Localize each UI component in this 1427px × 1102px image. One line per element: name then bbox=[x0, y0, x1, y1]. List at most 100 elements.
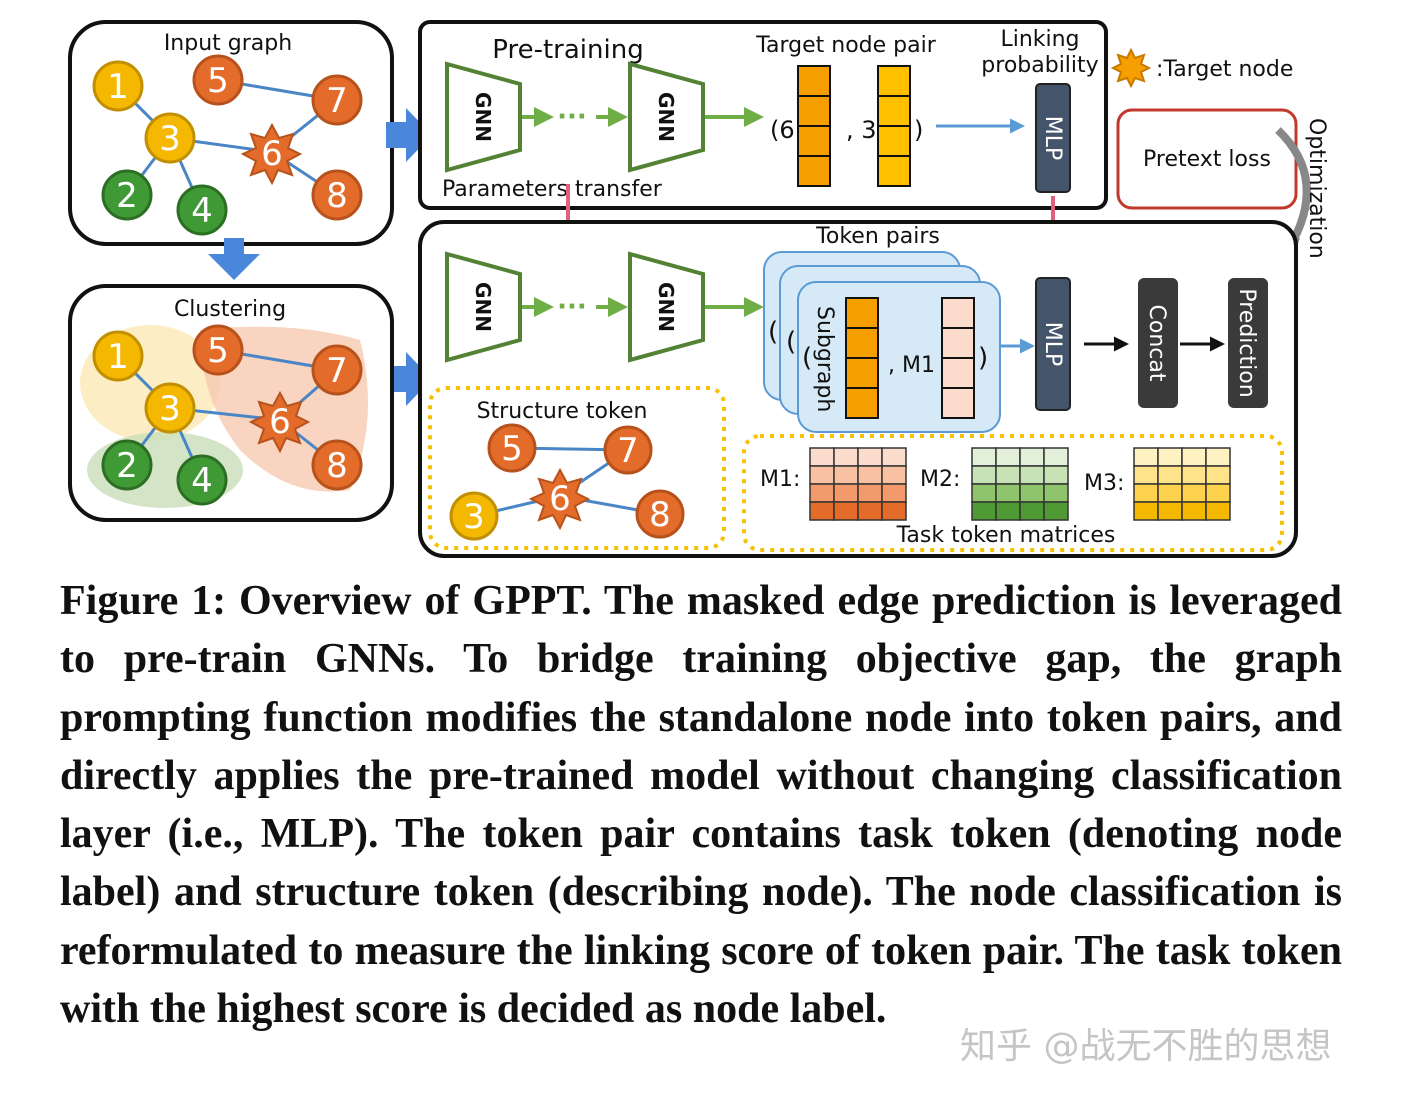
svg-text:5: 5 bbox=[207, 331, 229, 371]
svg-text:8: 8 bbox=[649, 495, 671, 535]
svg-text:probability: probability bbox=[981, 53, 1098, 78]
matrix-cell bbox=[857, 501, 883, 521]
matrix-cell bbox=[857, 447, 883, 467]
structure-token-panel: Structure token 5 7 6 3 8 bbox=[428, 386, 726, 550]
matrix-cell bbox=[857, 483, 883, 503]
node-1: 1 bbox=[92, 60, 144, 112]
svg-text:, 3: , 3 bbox=[846, 116, 877, 144]
matrix-cell bbox=[1043, 447, 1069, 467]
concat-block: Concat bbox=[1138, 278, 1178, 408]
svg-text:8: 8 bbox=[326, 176, 348, 216]
svg-text:M2:: M2: bbox=[920, 467, 960, 492]
svg-text:5: 5 bbox=[501, 429, 523, 469]
matrix-cell bbox=[1181, 501, 1207, 521]
task-token-matrices-panel: M1: M2: M3: Task token matrices bbox=[742, 434, 1284, 552]
matrix-cell bbox=[1205, 465, 1231, 485]
target-node-6: 6 bbox=[248, 390, 311, 454]
svg-text:7: 7 bbox=[326, 351, 348, 391]
node-7: 7 bbox=[311, 74, 363, 126]
task-token-matrix-m2 bbox=[971, 447, 1069, 521]
clustering-panel: Clustering 1 5 7 3 6 2 4 8 bbox=[68, 284, 394, 522]
gnn-encoder bbox=[628, 61, 705, 173]
clustering-title: Clustering bbox=[174, 297, 286, 322]
matrix-cell bbox=[809, 447, 835, 467]
matrix-cell bbox=[809, 465, 835, 485]
svg-text:): ) bbox=[978, 343, 988, 373]
matrix-cell bbox=[1133, 483, 1159, 503]
node-5: 5 bbox=[487, 423, 537, 473]
target-node-legend: :Target node bbox=[1110, 47, 1293, 89]
node-1: 1 bbox=[92, 330, 144, 382]
svg-text:1: 1 bbox=[107, 337, 129, 377]
neighbor-node-embedding bbox=[877, 65, 911, 187]
matrix-cell bbox=[1133, 501, 1159, 521]
svg-text:7: 7 bbox=[617, 431, 639, 471]
svg-text:3: 3 bbox=[159, 389, 181, 429]
node-5: 5 bbox=[192, 54, 244, 106]
svg-text:GNN: GNN bbox=[654, 92, 678, 142]
matrix-cell bbox=[1205, 447, 1231, 467]
svg-text:(: ( bbox=[786, 327, 796, 357]
svg-text:MLP: MLP bbox=[1040, 322, 1065, 367]
down-arrow-icon bbox=[208, 238, 260, 280]
task-token-matrix-m1 bbox=[809, 447, 907, 521]
figure-caption: Figure 1: Overview of GPPT. The masked e… bbox=[60, 578, 1342, 1033]
matrix-cell bbox=[971, 465, 997, 485]
gnn-encoder bbox=[445, 61, 522, 173]
gnn-encoder bbox=[445, 251, 522, 363]
matrix-cell bbox=[1205, 483, 1231, 503]
matrix-cell bbox=[1133, 447, 1159, 467]
matrix-cell bbox=[1019, 501, 1045, 521]
node-8: 8 bbox=[635, 489, 685, 539]
watermark: 知乎 @战无不胜的思想 bbox=[960, 1026, 1332, 1067]
matrix-cell bbox=[881, 447, 907, 467]
target-node-6: 6 bbox=[240, 122, 303, 186]
matrix-cell bbox=[1181, 465, 1207, 485]
node-5: 5 bbox=[192, 324, 244, 376]
matrix-cell bbox=[1157, 501, 1183, 521]
svg-text:Pretext loss: Pretext loss bbox=[1143, 147, 1271, 172]
input-graph-panel: Input graph 1 5 7 3 6 2 4 8 bbox=[68, 20, 394, 246]
pretext-loss-box: Pretext loss bbox=[1116, 108, 1298, 210]
matrix-cell bbox=[833, 501, 859, 521]
svg-text:1: 1 bbox=[107, 67, 129, 107]
svg-text:M1:: M1: bbox=[760, 467, 800, 492]
task-token-embedding bbox=[941, 297, 975, 419]
matrix-cell bbox=[995, 447, 1021, 467]
token-pairs-label: Token pairs bbox=[815, 224, 940, 249]
svg-text:6: 6 bbox=[269, 402, 291, 442]
matrix-cell bbox=[1043, 465, 1069, 485]
matrix-cell bbox=[1157, 447, 1183, 467]
svg-text:(6: (6 bbox=[770, 116, 795, 144]
token-pair-stack: ( ( ( Subgraph , M1 ) bbox=[763, 251, 1001, 433]
prompt-tuning-panel: GNN ··· GNN Token pairs ( ( ( Subgraph ,… bbox=[418, 220, 1298, 558]
matrix-cell bbox=[833, 465, 859, 485]
svg-text:4: 4 bbox=[191, 461, 213, 501]
node-4: 4 bbox=[176, 454, 228, 506]
node-8: 8 bbox=[311, 439, 363, 491]
svg-text:GNN: GNN bbox=[471, 282, 495, 332]
task-token-matrix-m3 bbox=[1133, 447, 1231, 521]
input-graph-title: Input graph bbox=[164, 31, 292, 56]
svg-text:Structure token: Structure token bbox=[477, 399, 648, 424]
svg-text::Target node: :Target node bbox=[1156, 57, 1293, 82]
node-3: 3 bbox=[449, 491, 499, 541]
svg-text:···: ··· bbox=[557, 102, 587, 132]
node-7: 7 bbox=[603, 425, 653, 475]
svg-text:MLP: MLP bbox=[1040, 116, 1065, 161]
svg-text:GNN: GNN bbox=[471, 92, 495, 142]
target-node-6: 6 bbox=[528, 467, 591, 531]
mlp-block: MLP bbox=[1035, 83, 1071, 193]
pretraining-title: Pre-training bbox=[492, 35, 643, 65]
matrix-cell bbox=[1019, 447, 1045, 467]
matrix-cell bbox=[1019, 465, 1045, 485]
matrix-cell bbox=[971, 483, 997, 503]
svg-text:M3:: M3: bbox=[1084, 471, 1124, 496]
matrix-cell bbox=[995, 501, 1021, 521]
svg-text:···: ··· bbox=[557, 292, 587, 322]
svg-text:3: 3 bbox=[463, 497, 485, 537]
subgraph-label: Subgraph bbox=[812, 306, 837, 412]
matrix-cell bbox=[1181, 483, 1207, 503]
svg-text:(: ( bbox=[768, 317, 778, 347]
matrix-cell bbox=[1019, 483, 1045, 503]
